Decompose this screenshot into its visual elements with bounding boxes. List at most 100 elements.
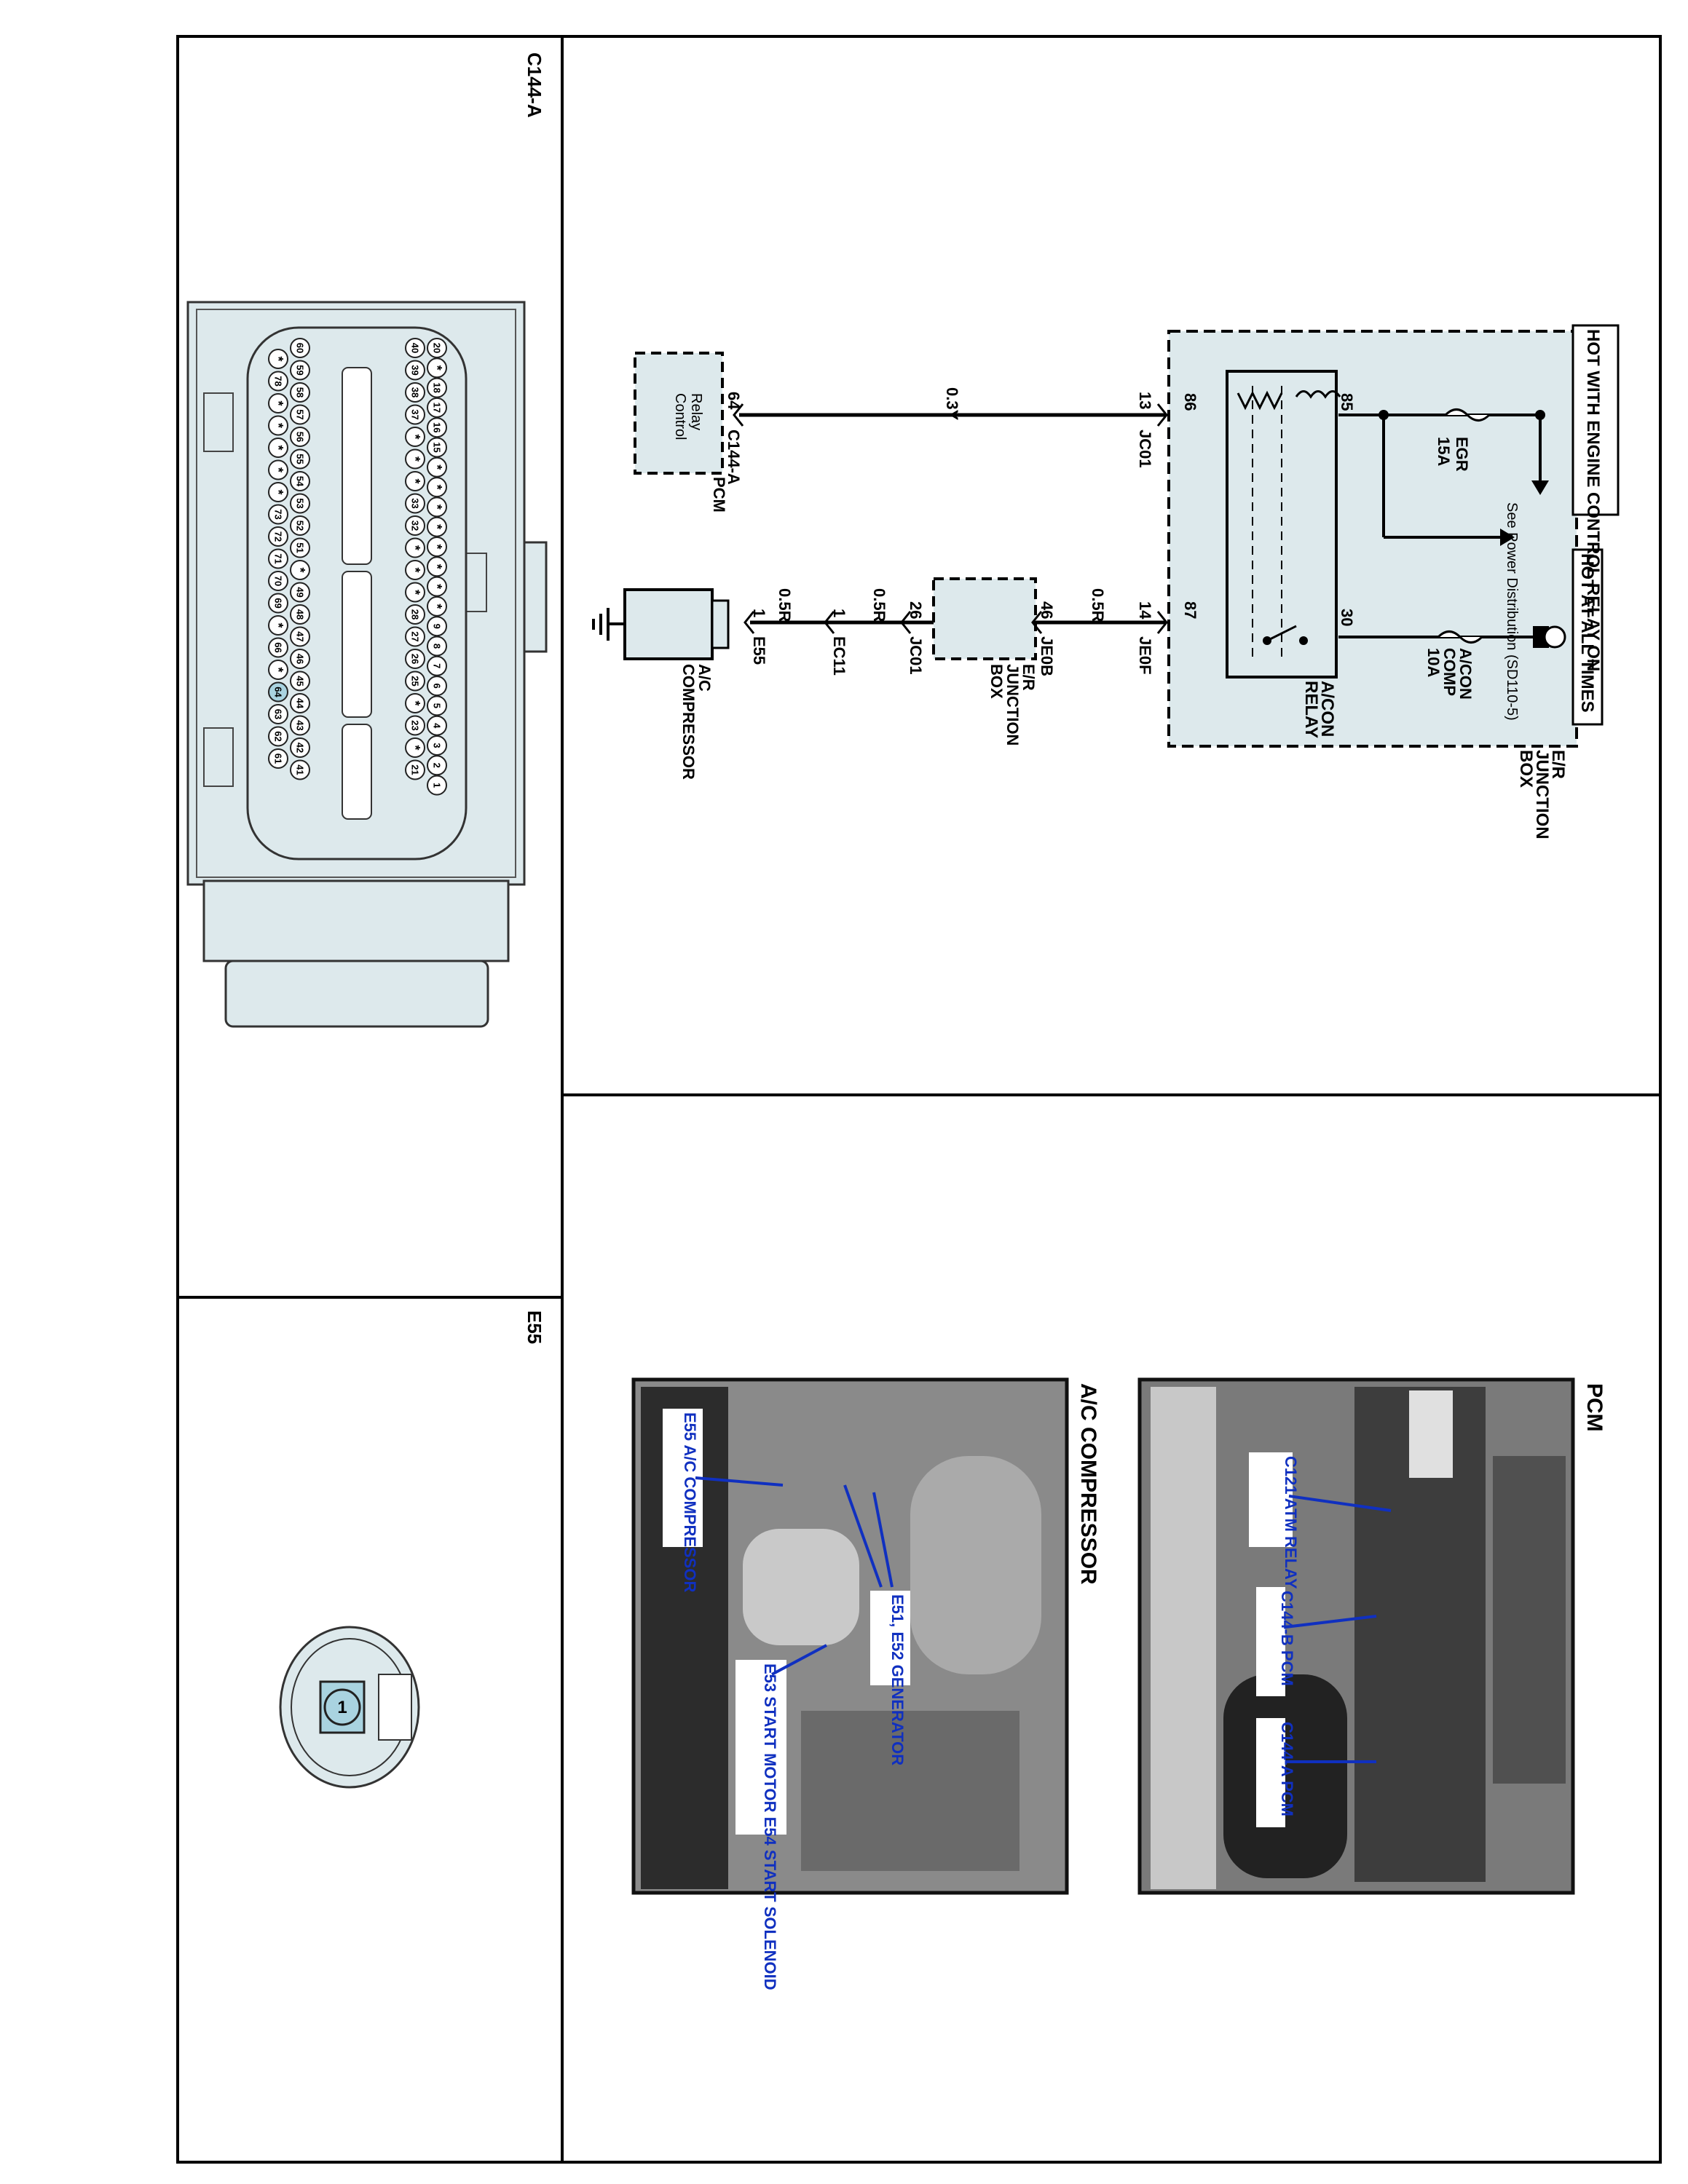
- schematic: [592, 324, 1620, 748]
- c144a-pin: [427, 556, 447, 577]
- c144a-pin-number: 5: [432, 703, 443, 708]
- acon-amp-label: 10A: [1424, 648, 1443, 677]
- c144a-pin: [290, 515, 310, 536]
- c144a-pin: [427, 537, 447, 557]
- compressor-label-2: COMPRESSOR: [679, 664, 698, 780]
- c144a-pin-number: *: [430, 485, 444, 490]
- c144a-pin: [290, 360, 310, 381]
- c144a-pin: [268, 704, 288, 724]
- c144a-schematic-label: C144-A: [725, 430, 743, 485]
- c144a-pin-number: 2: [432, 763, 443, 768]
- c144a-pin-number: 60: [295, 343, 306, 353]
- c144a-pin: [268, 459, 288, 480]
- pcm-schematic-label: PCM: [710, 477, 728, 513]
- c144a-pin: [290, 582, 310, 603]
- c144a-pin: [268, 748, 288, 769]
- c144a-pin-number: *: [408, 545, 422, 550]
- compressor-label-1: A/C: [695, 664, 714, 692]
- c144a-pin: [268, 393, 288, 414]
- c144a-pin-number: *: [430, 584, 444, 589]
- see-power-label: See Power Distribution (SD110-5): [1504, 502, 1520, 721]
- hot-all-label: HOT AT ALL TIMES: [1577, 553, 1597, 713]
- c144a-pin-number: 72: [273, 531, 284, 542]
- c144a-pin-number: *: [408, 434, 422, 439]
- c144a-pin: [290, 649, 310, 669]
- c144a-pin-number: 20: [432, 343, 443, 353]
- c144a-pin-number: *: [293, 567, 307, 572]
- c144a-pin: [290, 448, 310, 470]
- c144a-pin: [268, 349, 288, 369]
- c144a-pin: [405, 427, 425, 447]
- wire-03y-label: 0.3Y: [943, 387, 961, 421]
- c144a-pin-number: 78: [273, 376, 284, 386]
- c144a-pin: [268, 548, 288, 569]
- c144a-pin: [427, 576, 447, 597]
- er-jb2-label-1: E/R: [1019, 664, 1038, 691]
- c144a-pin: [427, 516, 447, 537]
- jc01-label: JC01: [1136, 430, 1154, 468]
- c144a-pin: [427, 755, 447, 776]
- c144a-pin: [290, 427, 310, 447]
- c144a-pin-number: 54: [295, 476, 306, 487]
- c144a-pin-number: 26: [410, 654, 421, 664]
- c144a-pin: [268, 571, 288, 591]
- c144a-pin-number: 23: [410, 720, 421, 730]
- c144a-pin-number: 71: [273, 553, 284, 563]
- c144a-pin-number: 18: [432, 382, 443, 392]
- c144a-pin-number: *: [408, 478, 422, 483]
- compressor-body: [623, 588, 714, 660]
- c144a-pin: [427, 715, 447, 736]
- c144a-pin-number: *: [271, 356, 285, 361]
- c144a-pin-grid: 20*18171615********98765432140393837***3…: [268, 338, 447, 796]
- ac-photo-label-e55: E55 A/C COMPRESSOR: [681, 1412, 699, 1592]
- c144a-pin: [268, 615, 288, 636]
- c144a-pin: [290, 493, 310, 514]
- pin-13-label: 13: [1136, 392, 1154, 409]
- c144a-pin-number: 32: [410, 521, 421, 531]
- pcm-photo-labels: C121 ATM RELAY C144-B PCM C144-A PCM: [1249, 1452, 1392, 1827]
- c144a-pin: [405, 649, 425, 669]
- pin-46-label: 46: [1038, 601, 1056, 619]
- c144a-pin-number: 53: [295, 498, 306, 508]
- c144a-pin: [427, 496, 447, 518]
- c144a-pin-number: 43: [295, 720, 306, 730]
- egr-amp-label: 15A: [1435, 437, 1453, 466]
- c144a-pin-number: *: [408, 456, 422, 462]
- c144a-pin-number: *: [408, 567, 422, 572]
- c144a-pin-number: 73: [273, 509, 284, 519]
- wire-05r-label-c: 0.5R: [776, 588, 794, 622]
- c144a-pin: [290, 715, 310, 736]
- c144a-pin-number: *: [408, 745, 422, 750]
- ac-photo-label-generator: E51, E52 GENERATOR: [888, 1594, 907, 1765]
- c144a-pin-number: 6: [432, 683, 443, 688]
- c144a-pin-number: 58: [295, 387, 306, 397]
- c144a-pin: [427, 676, 447, 697]
- c144a-pin-number: 4: [432, 723, 443, 729]
- c144a-pin-number: 49: [295, 587, 306, 597]
- acon-fuse-label-1: A/CON: [1456, 648, 1475, 700]
- c144a-pin-number: 9: [432, 624, 443, 629]
- c144a-pin-number: 28: [410, 609, 421, 620]
- c144a-pin: [427, 377, 447, 398]
- je0f-label: JE0F: [1136, 636, 1154, 675]
- c144a-pin-number: 47: [295, 631, 306, 641]
- c144a-pin: [268, 681, 288, 703]
- c144a-pin: [427, 338, 447, 358]
- c144a-pin: [290, 471, 310, 491]
- jc01b-label: JC01: [907, 636, 925, 675]
- c144a-pin-number: 37: [410, 409, 421, 419]
- c144a-pin-number: 7: [432, 663, 443, 668]
- c144a-pin: [290, 382, 310, 403]
- c144a-pin-number: *: [430, 524, 444, 529]
- pin-30-label: 30: [1338, 609, 1356, 626]
- c144a-pin: [405, 338, 425, 358]
- c144a-pin-number: *: [271, 667, 285, 672]
- c144a-pin: [405, 471, 425, 491]
- er-junction-box-2: [932, 577, 1037, 660]
- schematic-labels: HOT WITH ENGINE CONTROL RELAY ON HOT AT …: [672, 329, 1603, 839]
- c144a-pin: [290, 626, 310, 647]
- c144a-pin: [290, 737, 310, 758]
- e55-connector-label: E55: [524, 1310, 545, 1344]
- c144a-pin-number: *: [430, 604, 444, 609]
- c144a-pin: [427, 417, 447, 438]
